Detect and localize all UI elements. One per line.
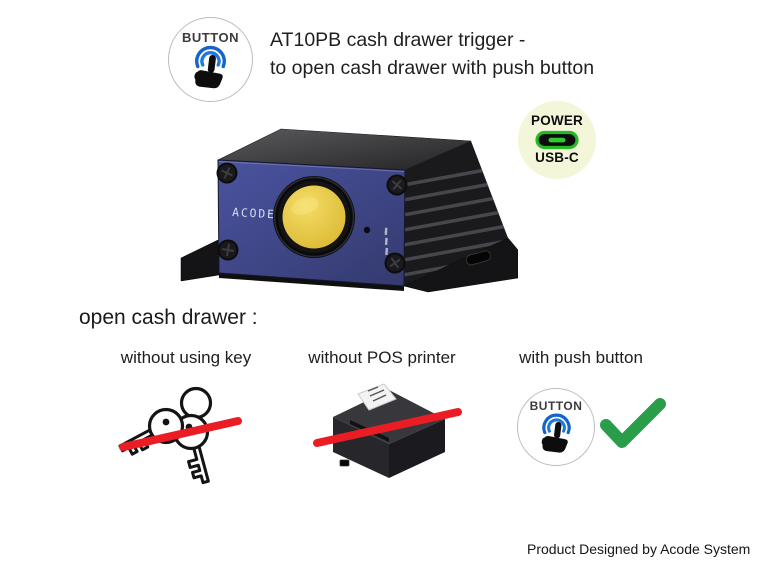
keyring bbox=[179, 386, 213, 420]
device-photo: ACODE bbox=[180, 128, 518, 293]
usbc-label: USB-C bbox=[535, 150, 579, 165]
title-line-2: to open cash drawer with push button bbox=[270, 57, 595, 79]
feature-label-no-printer: without POS printer bbox=[308, 348, 456, 367]
printer-button bbox=[339, 459, 350, 467]
mounting-wing-right bbox=[403, 237, 518, 293]
panel-markings bbox=[384, 227, 389, 255]
button-badge-label: BUTTON bbox=[182, 29, 239, 45]
feature-label-push-button: with push button bbox=[519, 348, 643, 367]
keys-icon bbox=[118, 386, 242, 485]
features-heading: open cash drawer : bbox=[79, 306, 258, 329]
checkmark-icon bbox=[600, 398, 666, 448]
mounting-slot-hole bbox=[465, 250, 492, 266]
button-badge-label: BUTTON bbox=[529, 399, 583, 413]
power-label: POWER bbox=[530, 113, 583, 129]
push-button-badge: BUTTON bbox=[168, 17, 253, 102]
page-title: AT10PB cash drawer trigger - to open cas… bbox=[270, 26, 594, 82]
pos-printer-icon bbox=[313, 383, 462, 478]
tap-finger-icon bbox=[541, 413, 571, 453]
usb-c-connector-icon bbox=[535, 130, 579, 150]
push-button-badge: BUTTON bbox=[517, 388, 595, 466]
footer-credit: Product Designed by Acode System bbox=[527, 541, 751, 557]
yellow-push-button bbox=[273, 176, 355, 258]
tap-finger-icon bbox=[194, 45, 226, 88]
mounting-wing-left bbox=[180, 239, 220, 282]
device-brand-label: ACODE bbox=[232, 205, 276, 221]
strike-line bbox=[119, 417, 242, 451]
led-hole bbox=[363, 226, 371, 234]
panel-screws bbox=[216, 162, 408, 274]
strike-line bbox=[313, 408, 462, 447]
feature-label-no-key: without using key bbox=[120, 348, 252, 367]
title-line-1: AT10PB cash drawer trigger - bbox=[270, 29, 526, 51]
power-usbc-badge: POWER USB-C bbox=[518, 101, 596, 179]
